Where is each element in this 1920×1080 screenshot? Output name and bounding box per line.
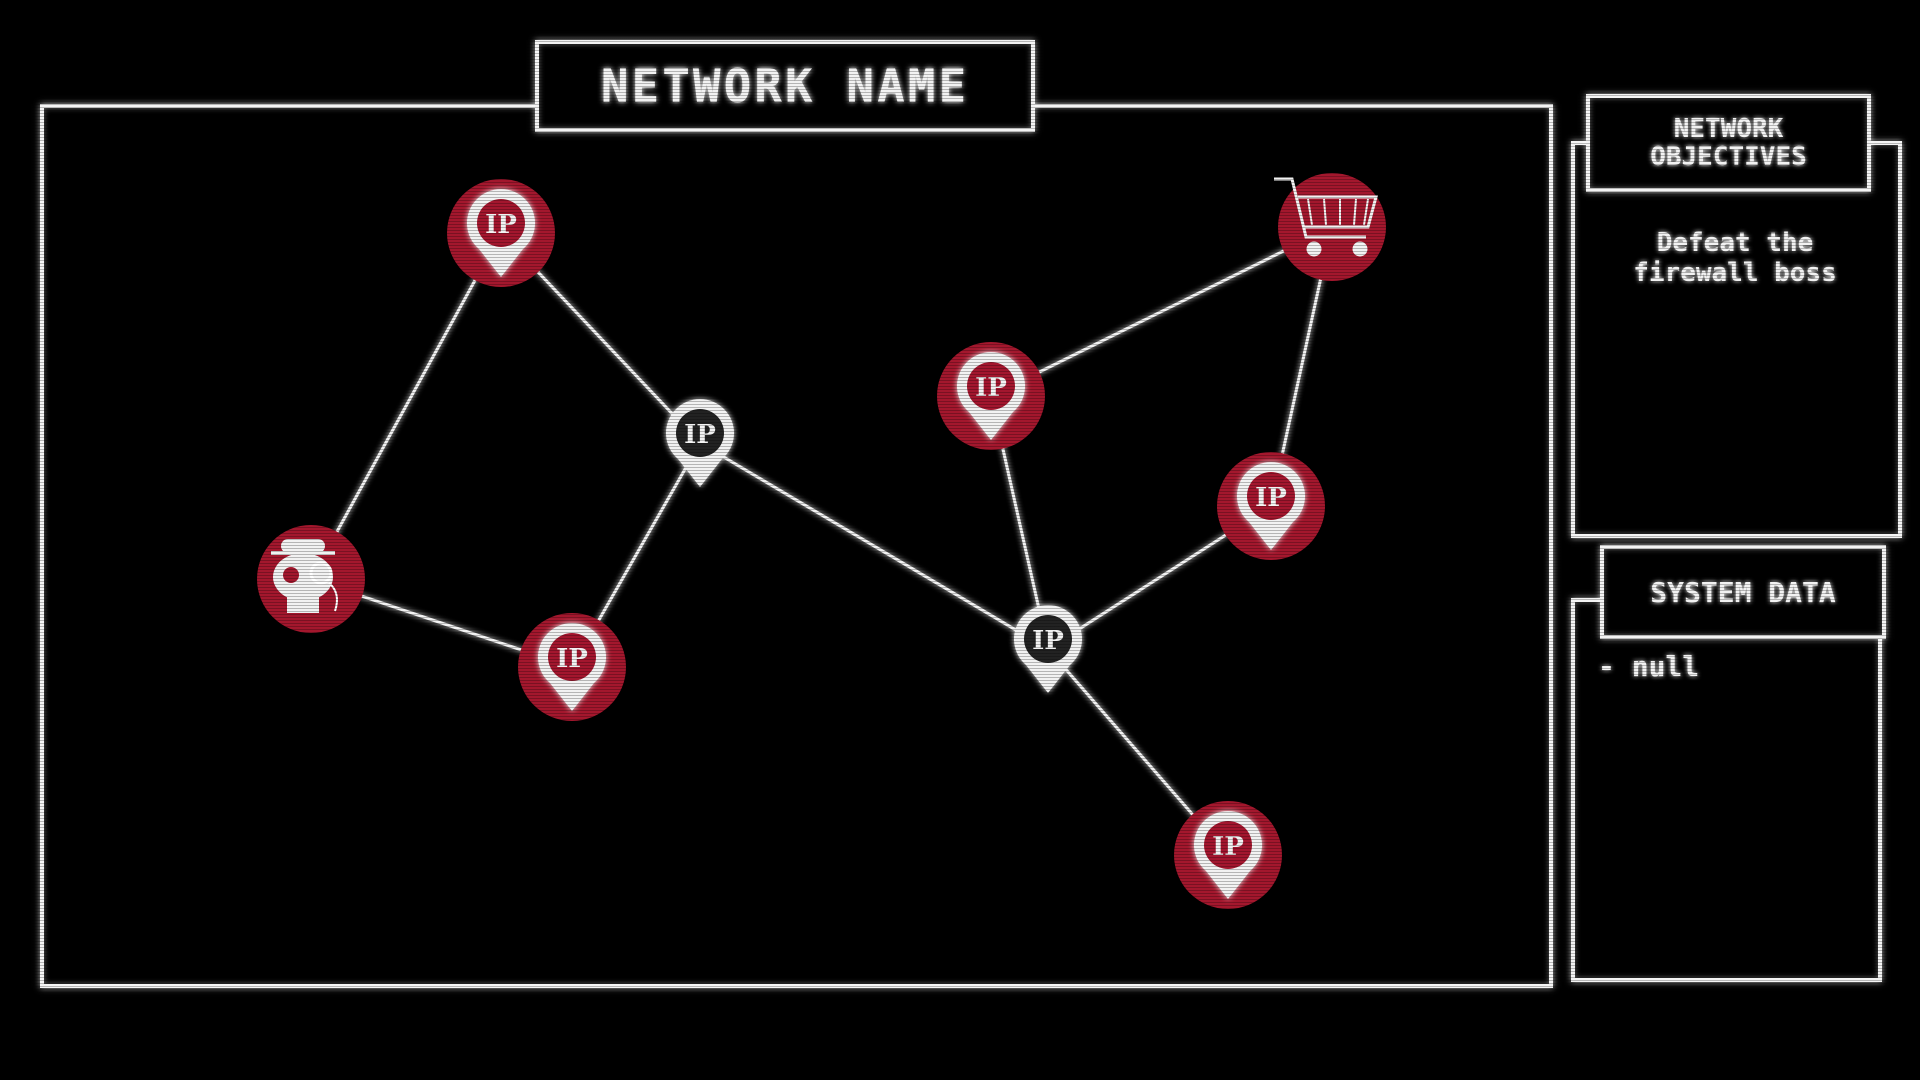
node-label: IP xyxy=(1212,832,1244,862)
map-pin-icon xyxy=(1014,605,1082,693)
network-link xyxy=(309,232,503,580)
network-node-skull[interactable] xyxy=(257,525,365,633)
network-node-ip4[interactable]: IP xyxy=(937,342,1045,450)
node-label: IP xyxy=(684,420,716,450)
system-data-line: - null xyxy=(1598,650,1700,683)
objectives-header: NETWORK OBJECTIVES xyxy=(1586,94,1871,192)
network-name-title: NETWORK NAME xyxy=(535,40,1035,132)
system-data-panel xyxy=(1571,598,1882,982)
network-name-text: NETWORK NAME xyxy=(600,59,970,113)
network-link xyxy=(990,225,1333,398)
node-label: IP xyxy=(975,373,1007,403)
system-data-title: SYSTEM DATA xyxy=(1650,575,1836,609)
system-data-header: SYSTEM DATA xyxy=(1600,545,1886,639)
map-pin-icon xyxy=(1237,462,1305,550)
map-pin-icon xyxy=(1194,811,1262,899)
map-pin-icon xyxy=(467,189,535,277)
node-label: IP xyxy=(556,644,588,674)
network-node-ip5[interactable]: IP xyxy=(1217,452,1325,560)
map-pin-icon xyxy=(957,352,1025,440)
node-label: IP xyxy=(1032,626,1064,656)
network-node-ip1[interactable]: IP xyxy=(447,179,555,287)
network-node-shop[interactable] xyxy=(1274,173,1386,281)
network-node-ip2[interactable]: IP xyxy=(666,399,734,487)
node-label: IP xyxy=(485,210,517,240)
skull-boss-icon xyxy=(271,539,338,613)
objectives-panel xyxy=(1571,141,1902,538)
network-node-ip6[interactable]: IP xyxy=(1014,605,1082,693)
map-pin-icon xyxy=(666,399,734,487)
objectives-title: NETWORK OBJECTIVES xyxy=(1650,114,1807,172)
network-node-ip7[interactable]: IP xyxy=(1174,801,1282,909)
network-link xyxy=(699,441,1049,651)
shopping-cart-icon xyxy=(1274,177,1378,257)
node-label: IP xyxy=(1255,483,1287,513)
network-node-ip3[interactable]: IP xyxy=(518,613,626,721)
map-pin-icon xyxy=(538,623,606,711)
objective-text: Defeat the firewall boss xyxy=(1633,228,1837,288)
